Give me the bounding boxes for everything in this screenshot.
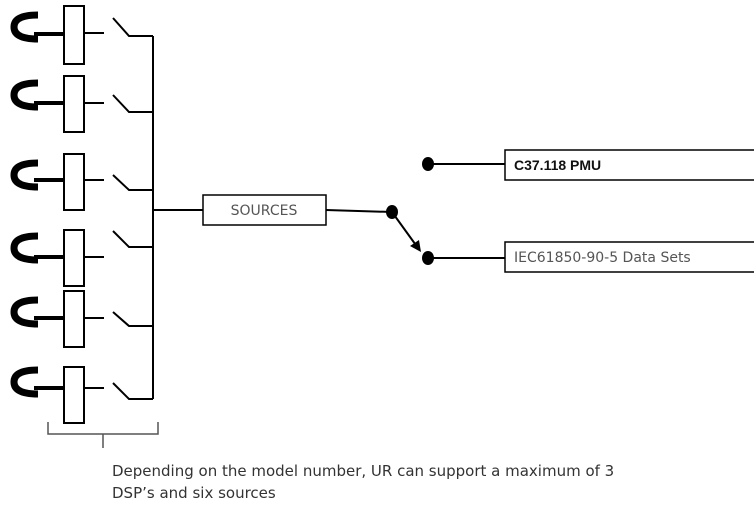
dsp-module-box (63, 5, 85, 65)
switch-blade (391, 211, 419, 249)
ct-coil-icon (10, 79, 39, 111)
sources-box (202, 194, 327, 226)
ct-coil-icon (10, 232, 39, 264)
caption-line-2: DSP’s and six sources (112, 484, 276, 502)
dsp-module-box (63, 229, 85, 287)
switch-contact (112, 230, 153, 248)
caption: Depending on the model number, UR can su… (112, 460, 732, 504)
switch-contact (112, 382, 153, 400)
ct-coil-icon (10, 159, 39, 191)
input-branch-6 (10, 366, 153, 424)
switch-arrowhead (410, 240, 421, 252)
ct-coil-icon (10, 296, 39, 328)
input-branch-5 (10, 290, 153, 348)
switch-contact (112, 311, 153, 327)
switch-contact (112, 94, 153, 113)
switch-contact (112, 17, 153, 37)
dsp-module-box (63, 75, 85, 133)
caption-line-1: Depending on the model number, UR can su… (112, 462, 615, 480)
input-branch-4 (10, 229, 153, 287)
c37-pmu-box (504, 149, 754, 181)
dsp-module-box (63, 153, 85, 211)
sources-label: SOURCES (231, 203, 298, 219)
input-branch-2 (10, 75, 153, 133)
input-branch-3 (10, 153, 153, 211)
input-branches (10, 5, 153, 424)
dsp-module-box (63, 290, 85, 348)
ct-coil-icon (10, 11, 39, 43)
sources-to-switch-line (325, 209, 393, 213)
inputs-bracket (47, 422, 159, 448)
dsp-module-box (63, 366, 85, 424)
ct-coil-icon (10, 366, 39, 398)
switch-contact (112, 174, 153, 191)
c37-pmu-label: C37.118 PMU (514, 157, 601, 173)
input-branch-1 (10, 5, 153, 65)
iec-data-sets-box (504, 241, 754, 273)
iec-data-sets-label: IEC61850-90-5 Data Sets (514, 250, 691, 266)
